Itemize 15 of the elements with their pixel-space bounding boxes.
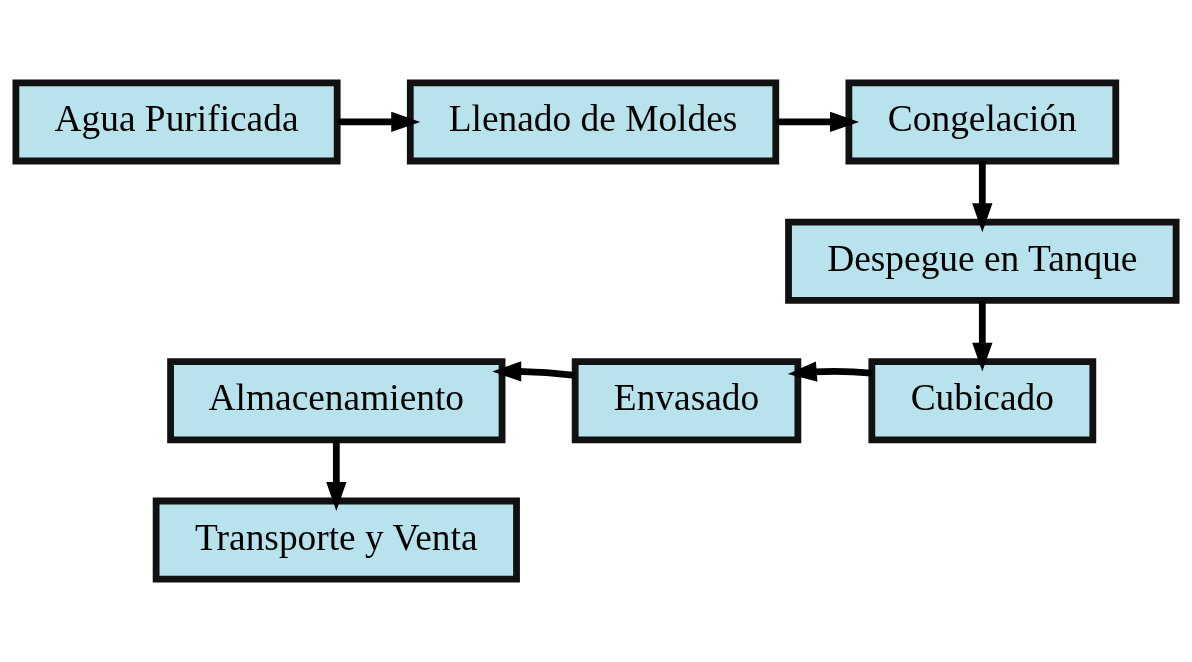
node-box: Almacenamiento	[167, 358, 506, 444]
arrow	[972, 161, 993, 233]
node-box: Despegue en Tanque	[785, 218, 1180, 304]
node-box: Llenado de Moldes	[406, 79, 780, 165]
node-box: Transporte y Venta	[152, 497, 520, 583]
arrow	[492, 361, 576, 382]
arrow	[787, 361, 872, 382]
arrow	[326, 440, 347, 512]
node-box: Congelación	[845, 79, 1120, 165]
node-box: Envasado	[571, 358, 802, 444]
arrow	[776, 111, 859, 133]
arrow	[337, 111, 421, 133]
arrow	[972, 300, 993, 372]
node-box: Agua Purificada	[12, 79, 341, 165]
node-box: Cubicado	[868, 358, 1097, 444]
